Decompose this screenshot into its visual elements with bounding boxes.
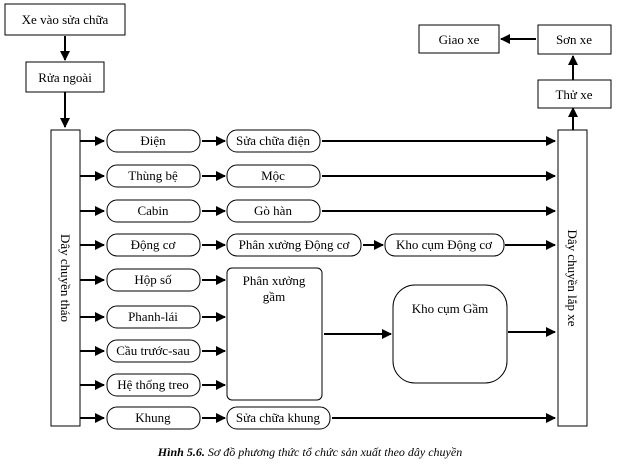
paint-label: Sơn xe xyxy=(556,32,592,47)
body-tub-box: Thùng bệ xyxy=(106,164,201,188)
assembly-line-label: Dây chuyền lắp xe xyxy=(565,229,580,326)
gearbox-label: Hộp số xyxy=(134,272,172,287)
suspension-box: Hệ thống treo xyxy=(106,373,201,397)
disassembly-line-box: Dây chuyền tháo xyxy=(50,129,81,427)
assembly-line-box: Dây chuyền lắp xe xyxy=(557,129,588,427)
engine-workshop-box: Phân xưởng Động cơ xyxy=(226,233,362,257)
panel-welding-label: Gò hàn xyxy=(254,203,292,218)
electrical-box: Điện xyxy=(106,129,201,153)
disassembly-line-label: Dây chuyền tháo xyxy=(58,234,73,322)
cabin-label: Cabin xyxy=(137,203,169,218)
body-tub-label: Thùng bệ xyxy=(128,168,178,183)
frame-label: Khung xyxy=(135,410,171,425)
engine-box: Động cơ xyxy=(106,233,201,257)
cabin-box: Cabin xyxy=(106,199,201,223)
caption-label: Hình 5.6. xyxy=(157,445,205,459)
handover-box: Giao xe xyxy=(418,24,500,54)
woodwork-box: Mộc xyxy=(226,164,321,188)
panel-welding-box: Gò hàn xyxy=(226,199,321,223)
test-label: Thử xe xyxy=(555,87,592,102)
test-box: Thử xe xyxy=(537,79,612,109)
caption: Hình 5.6. Sơ đồ phương thức tổ chức sản … xyxy=(157,445,462,459)
connectors xyxy=(60,34,578,423)
engine-label: Động cơ xyxy=(131,237,177,252)
gearbox-box: Hộp số xyxy=(106,268,201,292)
engine-store-label: Kho cụm Động cơ xyxy=(396,237,493,252)
electrical-repair-label: Sửa chữa điện xyxy=(236,133,311,148)
caption-text: Sơ đồ phương thức tổ chức sản xuất theo … xyxy=(208,445,462,459)
woodwork-label: Mộc xyxy=(261,168,285,183)
engine-workshop-label: Phân xưởng Động cơ xyxy=(239,237,351,252)
receive-label: Xe vào sửa chữa xyxy=(22,12,109,27)
brake-steering-label: Phanh-lái xyxy=(128,309,178,324)
frame-box: Khung xyxy=(106,406,201,430)
chassis-store-label: Kho cụm Gầm xyxy=(412,301,489,316)
chassis-store-box: Kho cụm Gầm xyxy=(392,284,508,384)
front-rear-axle-box: Cầu trước-sau xyxy=(106,339,201,363)
wash-box: Rửa ngoài xyxy=(25,61,105,93)
electrical-label: Điện xyxy=(140,133,166,148)
handover-label: Giao xe xyxy=(439,32,480,47)
brake-steering-box: Phanh-lái xyxy=(106,305,201,329)
wash-label: Rửa ngoài xyxy=(38,70,92,85)
paint-box: Sơn xe xyxy=(537,24,612,55)
frame-repair-box: Sửa chữa khung xyxy=(226,406,331,430)
suspension-label: Hệ thống treo xyxy=(117,377,188,392)
frame-repair-label: Sửa chữa khung xyxy=(236,410,321,425)
engine-store-box: Kho cụm Động cơ xyxy=(384,233,505,257)
electrical-repair-box: Sửa chữa điện xyxy=(226,129,321,153)
receive-box: Xe vào sửa chữa xyxy=(4,3,126,36)
front-rear-axle-label: Cầu trước-sau xyxy=(116,343,190,358)
